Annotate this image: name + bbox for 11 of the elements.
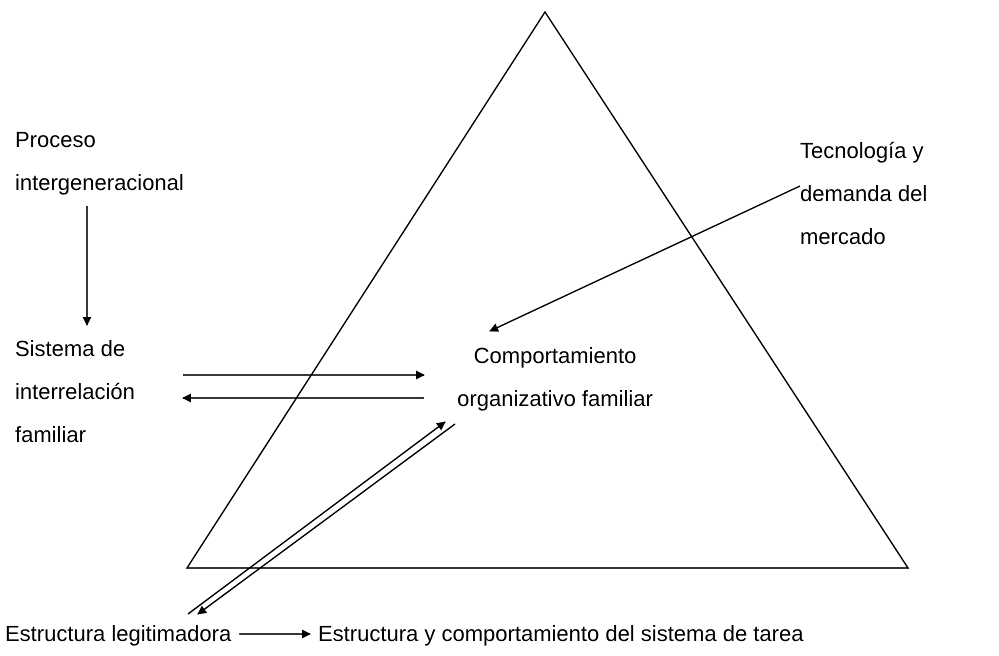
node-label: Estructura legitimadora bbox=[5, 620, 232, 648]
node-label: Sistema de interrelación familiar bbox=[15, 335, 136, 449]
arrow bbox=[182, 394, 424, 402]
node-label: Estructura y comportamiento del sistema de tarea bbox=[318, 620, 804, 648]
arrow bbox=[183, 370, 425, 380]
node-label: Comportamiento organizativo familiar bbox=[456, 342, 654, 413]
node-label: Proceso intergeneracional bbox=[15, 126, 185, 197]
arrow bbox=[489, 185, 800, 332]
node-label: Tecnología y demanda del mercado bbox=[800, 137, 928, 251]
arrow bbox=[82, 206, 92, 326]
arrow bbox=[239, 630, 311, 638]
